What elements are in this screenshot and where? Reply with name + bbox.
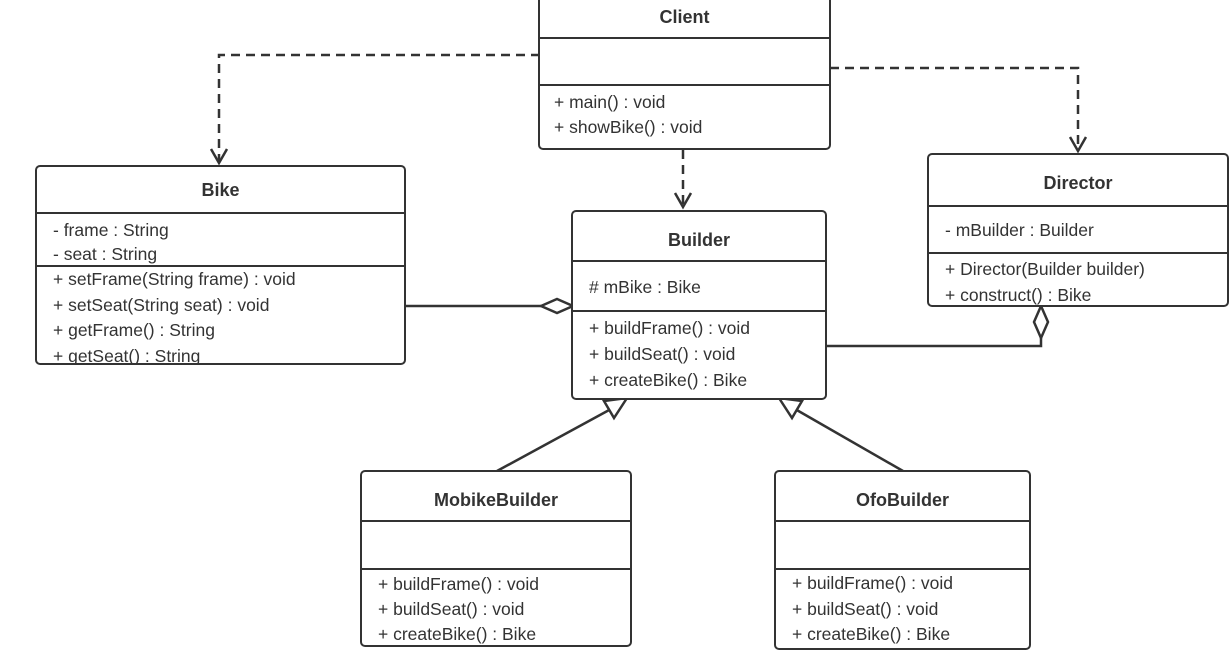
class-operations: + buildFrame() : void + buildSeat() : vo… — [776, 570, 1029, 648]
operation: + buildFrame() : void — [792, 573, 953, 593]
class-client[interactable]: Client + main() : void + showBike() : vo… — [538, 0, 831, 150]
class-operations: + buildFrame() : void + buildSeat() : vo… — [362, 570, 630, 645]
operation: + createBike() : Bike — [589, 370, 748, 390]
class-attributes: - frame : String - seat : String — [37, 214, 404, 267]
attribute: - frame : String — [53, 220, 169, 240]
attribute: - mBuilder : Builder — [945, 220, 1094, 240]
operation: + setFrame(String frame) : void — [53, 269, 296, 289]
generalization-triangle-mobike — [601, 396, 630, 421]
class-mobike-builder[interactable]: MobikeBuilder + buildFrame() : void + bu… — [360, 470, 632, 647]
attribute: # mBike : Bike — [589, 277, 701, 297]
operation: + buildSeat() : void — [792, 598, 939, 619]
class-attributes — [540, 39, 829, 86]
class-name: Director — [929, 155, 1227, 207]
aggregation-line-builder-director — [826, 338, 1043, 348]
class-operations: + main() : void + showBike() : void — [540, 86, 829, 139]
operation: + showBike() : void — [554, 116, 703, 137]
class-name: Client — [540, 0, 829, 39]
class-builder[interactable]: Builder # mBike : Bike + buildFrame() : … — [571, 210, 827, 400]
operation: + createBike() : Bike — [378, 624, 537, 644]
generalization-line-mobike — [496, 407, 612, 473]
class-name: MobikeBuilder — [362, 472, 630, 522]
class-operations: + setFrame(String frame) : void + setSea… — [37, 267, 404, 365]
class-ofo-builder[interactable]: OfoBuilder + buildFrame() : void + build… — [774, 470, 1031, 650]
class-attributes: # mBike : Bike — [573, 262, 825, 312]
class-name: Bike — [37, 167, 404, 214]
aggregation-diamond-builder — [537, 297, 577, 315]
generalization-triangle-ofo — [776, 396, 805, 421]
dependency-client-director — [830, 66, 1080, 150]
class-attributes — [776, 522, 1029, 570]
operation: + main() : void — [554, 92, 666, 112]
dependency-arrowhead-bike — [209, 148, 229, 166]
operation: + buildFrame() : void — [378, 574, 539, 594]
dependency-client-bike — [217, 53, 540, 162]
operation: + Director(Builder builder) — [945, 259, 1145, 279]
attribute: - seat : String — [53, 244, 158, 264]
operation: + construct() : Bike — [945, 284, 1092, 305]
operation: + createBike() : Bike — [792, 624, 951, 644]
dependency-arrowhead-builder — [673, 192, 693, 210]
operation: + buildSeat() : void — [589, 344, 736, 364]
class-name: Builder — [573, 212, 825, 262]
operation: + getFrame() : String — [53, 320, 215, 340]
class-operations: + buildFrame() : void + buildSeat() : vo… — [573, 312, 825, 393]
dependency-arrowhead-director — [1068, 136, 1088, 154]
aggregation-diamond-director — [1032, 302, 1050, 342]
class-attributes: - mBuilder : Builder — [929, 207, 1227, 254]
operation: + getSeat() : String — [53, 345, 201, 365]
generalization-line-ofo — [794, 407, 904, 473]
operation: + setSeat(String seat) : void — [53, 294, 270, 315]
class-operations: + Director(Builder builder) + construct(… — [929, 254, 1227, 305]
operation: + buildFrame() : void — [589, 318, 750, 338]
class-attributes — [362, 522, 630, 570]
class-name: OfoBuilder — [776, 472, 1029, 522]
class-director[interactable]: Director - mBuilder : Builder + Director… — [927, 153, 1229, 307]
class-bike[interactable]: Bike - frame : String - seat : String + … — [35, 165, 406, 365]
operation: + buildSeat() : void — [378, 599, 525, 619]
